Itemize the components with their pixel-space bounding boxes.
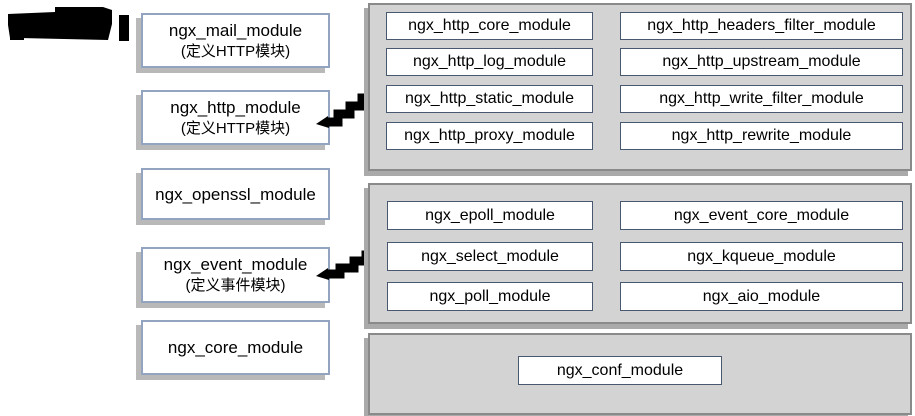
left-module-ngx-openssl-module: ngx_openssl_module (141, 168, 330, 220)
module-box-ngx-http-static: ngx_http_static_module (386, 85, 593, 113)
module-box-ngx-http-log: ngx_http_log_module (386, 48, 593, 76)
module-sublabel: (定义HTTP模块) (180, 42, 291, 60)
module-box-ngx-kqueue: ngx_kqueue_module (620, 242, 903, 271)
module-sublabel: (定义HTTP模块) (180, 119, 291, 137)
module-sublabel: (定义事件模块) (185, 277, 286, 294)
module-label: ngx_mail_module (168, 20, 303, 40)
module-box-ngx-http-upstream: ngx_http_upstream_module (620, 48, 903, 76)
redacted-title-scribble (8, 7, 129, 41)
conf-module-panel: ngx_conf_module (368, 333, 912, 415)
module-box-ngx-poll: ngx_poll_module (387, 282, 593, 311)
module-box-ngx-aio: ngx_aio_module (620, 282, 903, 311)
module-label: ngx_core_module (167, 338, 304, 357)
module-box-ngx-http-rewrite: ngx_http_rewrite_module (620, 122, 903, 150)
module-label: ngx_event_module (163, 255, 308, 274)
event-modules-panel: ngx_epoll_module ngx_select_module ngx_p… (368, 183, 912, 324)
module-box-ngx-event-core: ngx_event_core_module (620, 201, 903, 230)
http-modules-panel: ngx_http_core_module ngx_http_log_module… (368, 3, 912, 171)
module-box-ngx-epoll: ngx_epoll_module (387, 201, 593, 230)
module-box-ngx-http-headers-filter: ngx_http_headers_filter_module (620, 12, 903, 40)
left-module-ngx-core-module: ngx_core_module (141, 320, 330, 375)
module-label: ngx_openssl_module (155, 184, 316, 204)
left-module-ngx-mail-module: ngx_mail_module (定义HTTP模块) (141, 13, 330, 68)
module-box-ngx-http-core: ngx_http_core_module (386, 12, 593, 40)
module-box-ngx-select: ngx_select_module (387, 242, 593, 271)
left-module-ngx-event-module: ngx_event_module (定义事件模块) (141, 247, 330, 303)
module-box-ngx-http-write-filter: ngx_http_write_filter_module (620, 85, 903, 113)
module-label: ngx_http_module (170, 97, 301, 117)
module-box-ngx-http-proxy: ngx_http_proxy_module (386, 122, 593, 150)
module-box-ngx-conf: ngx_conf_module (518, 356, 722, 385)
left-module-ngx-http-module: ngx_http_module (定义HTTP模块) (141, 90, 330, 145)
